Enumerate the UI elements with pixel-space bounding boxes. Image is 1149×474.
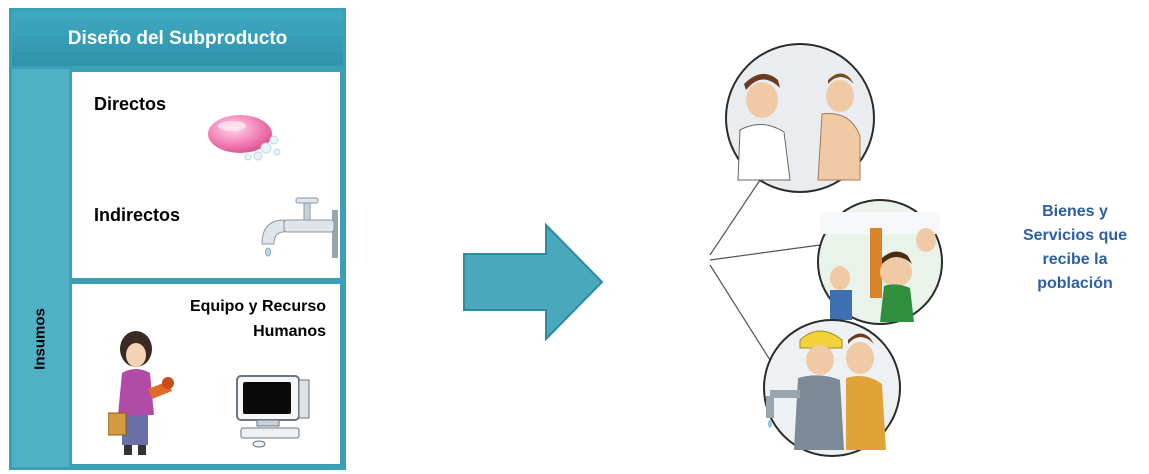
children-scene-icon	[818, 200, 942, 324]
soap-icon	[204, 102, 284, 167]
output-label-line-3: recibe la	[1020, 248, 1130, 272]
arrow-right-icon	[460, 222, 606, 342]
insumos-label: Insumos	[32, 308, 49, 370]
services-illustration	[700, 40, 970, 465]
staff-box: Equipo y Recurso Humanos	[69, 281, 343, 467]
inputs-box: Directos Indirectos	[69, 69, 343, 281]
direct-inputs-label: Directos	[94, 94, 166, 115]
faucet-icon	[244, 190, 344, 270]
staff-label: Equipo y Recurso Humanos	[190, 294, 326, 344]
staff-label-line-2: Humanos	[190, 319, 326, 344]
block-title: Diseño del Subproducto	[68, 28, 288, 50]
staff-label-line-1: Equipo y Recurso	[190, 294, 326, 319]
doctor-scene-icon	[726, 44, 874, 192]
indirect-inputs-label: Indirectos	[94, 205, 180, 226]
output-label-line-2: Servicios que	[1020, 224, 1130, 248]
subproduct-design-block: Diseño del Subproducto Insumos Directos …	[9, 8, 346, 470]
block-header: Diseño del Subproducto	[12, 11, 343, 69]
woman-with-bag-icon	[108, 329, 178, 459]
insumos-sidebar: Insumos	[12, 69, 69, 467]
computer-icon	[227, 374, 317, 449]
worker-scene-icon	[764, 320, 900, 456]
goods-services-label: Bienes y Servicios que recibe la poblaci…	[1020, 200, 1130, 296]
output-label-line-4: población	[1020, 272, 1130, 296]
output-label-line-1: Bienes y	[1020, 200, 1130, 224]
